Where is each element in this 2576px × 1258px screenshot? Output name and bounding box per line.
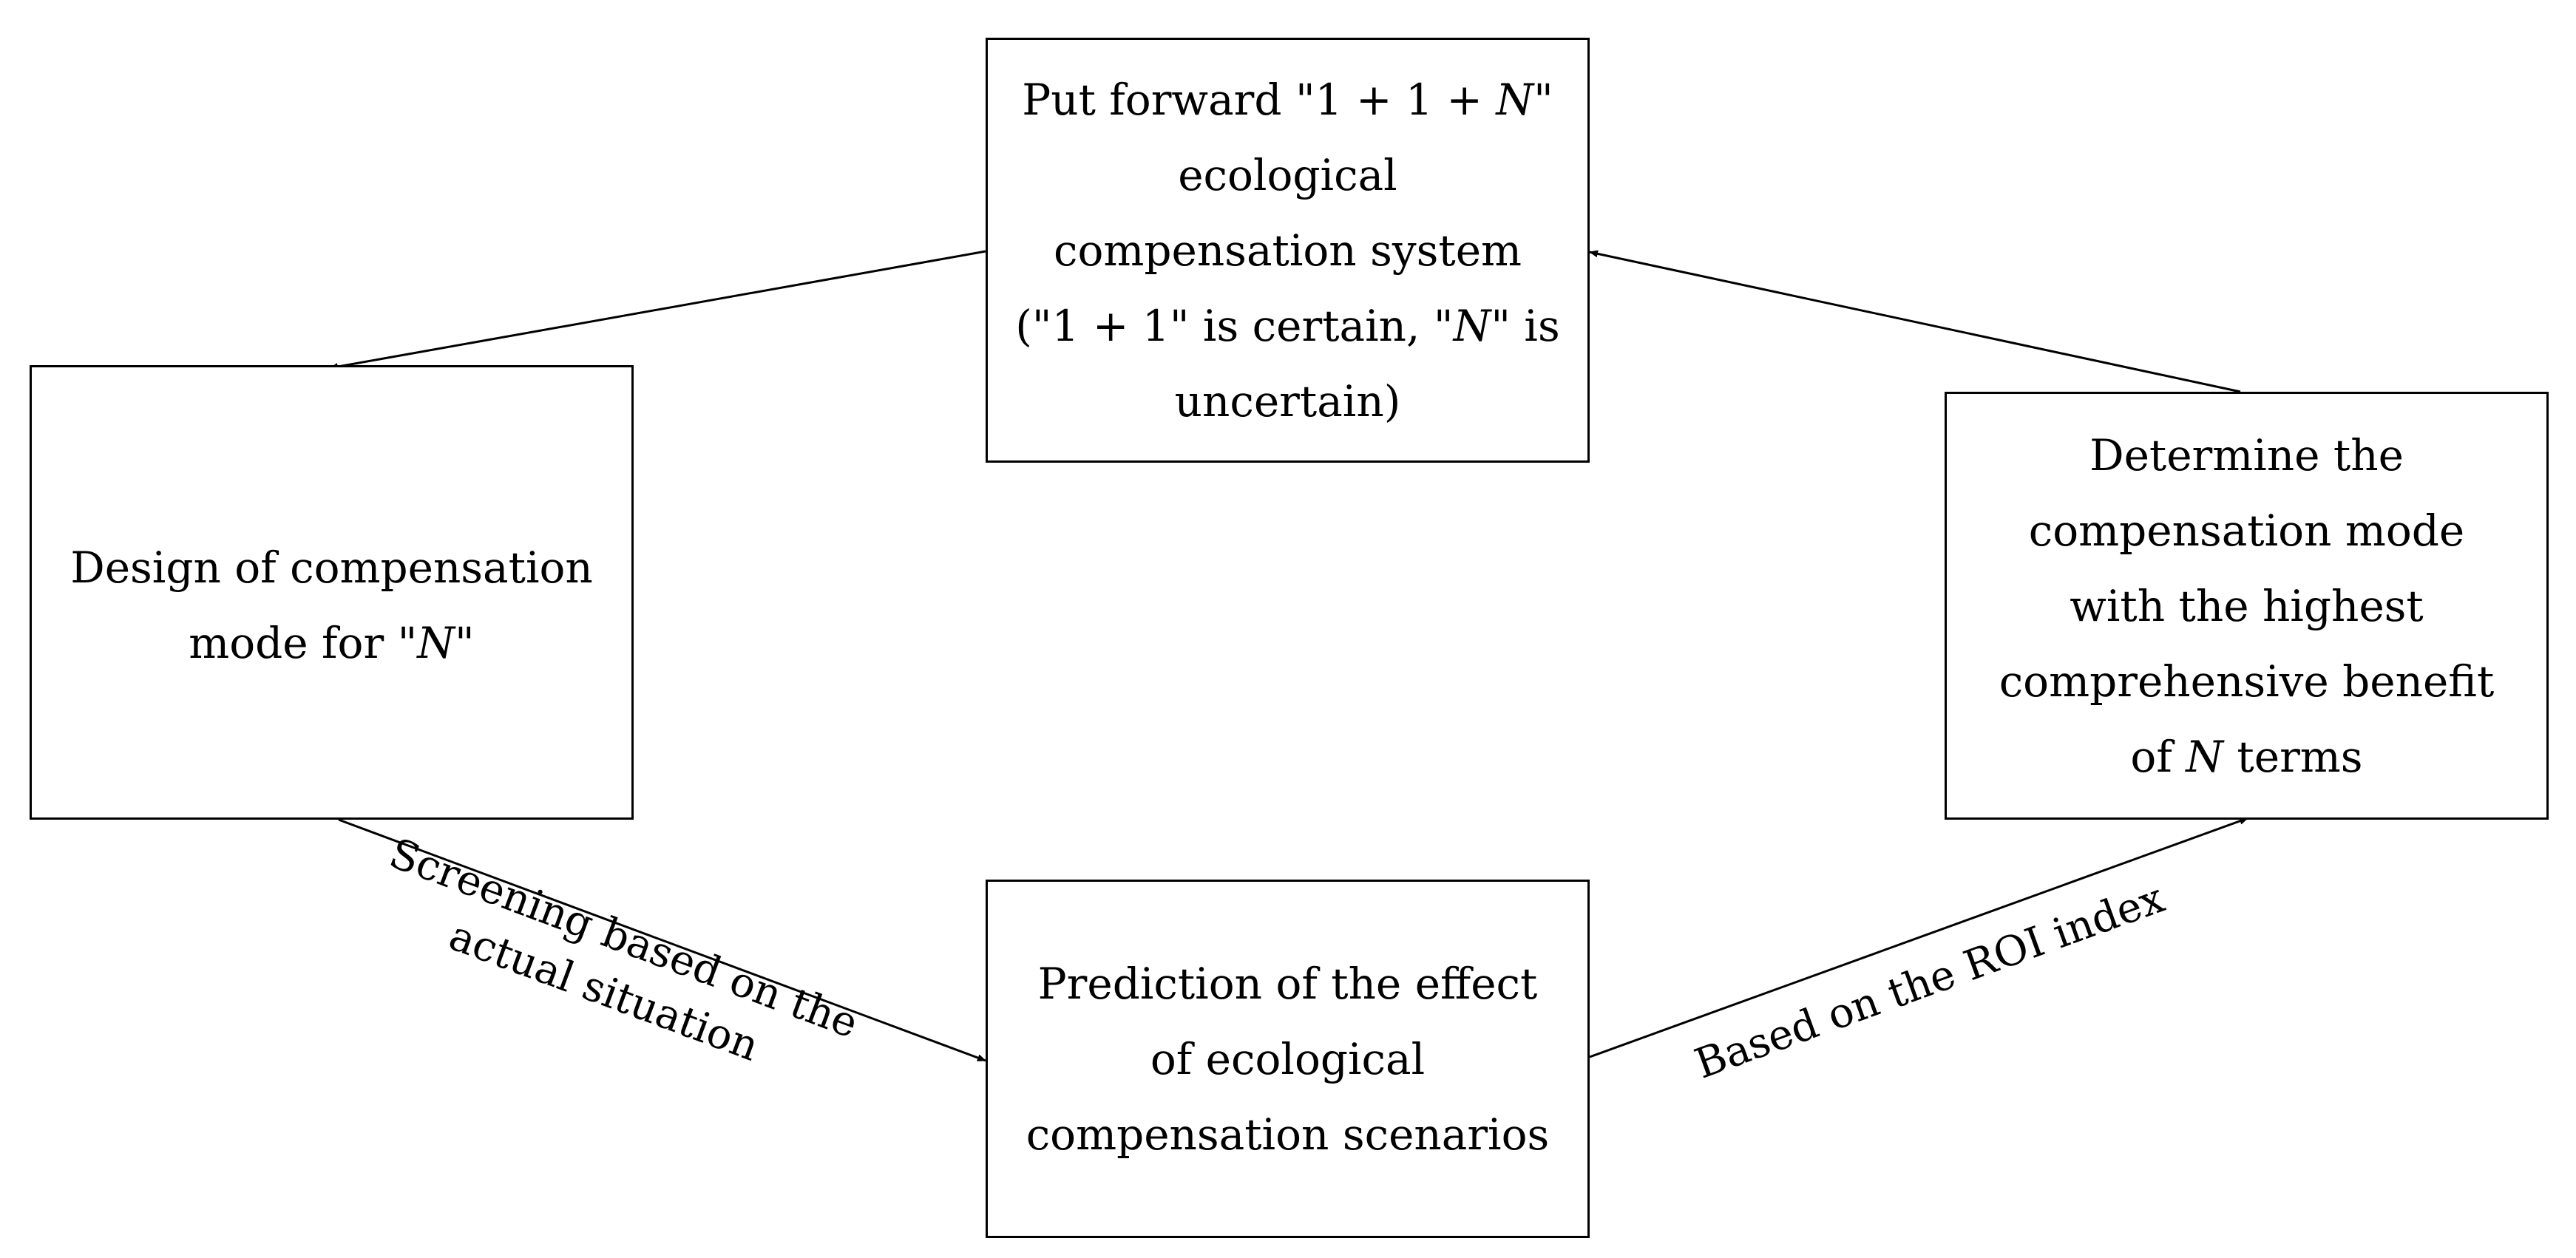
text-span: Determine the <box>2089 429 2404 480</box>
node-text-line: ecological <box>1015 137 1560 213</box>
node-prediction-effect: Prediction of the effect of ecological c… <box>986 880 1590 1238</box>
text-span: Put forward "1 + 1 + <box>1022 74 1497 125</box>
text-span: Prediction of the effect <box>1037 958 1538 1009</box>
text-span: ecological <box>1178 149 1397 200</box>
text-span: " is <box>1491 300 1560 351</box>
arrow-top-to-left <box>329 250 986 370</box>
node-text-line: compensation mode <box>1999 493 2495 568</box>
node-prediction-effect-text: Prediction of the effect of ecological c… <box>1016 946 1560 1172</box>
node-text-line: Put forward "1 + 1 + N" <box>1015 62 1560 137</box>
node-text-line: uncertain) <box>1015 364 1560 439</box>
text-span: " <box>455 618 475 668</box>
node-text-line: of ecological <box>1026 1021 1550 1097</box>
node-text-line: ("1 + 1" is certain, "N" is <box>1015 288 1560 364</box>
node-text-line: compensation system <box>1015 213 1560 288</box>
text-span: of <box>2130 731 2186 782</box>
node-text-line: mode for "N" <box>70 605 593 681</box>
italic-n: N <box>417 618 455 668</box>
arrow-right-to-top <box>1589 250 2241 393</box>
node-text-line: of N terms <box>1999 719 2495 795</box>
node-text-line: Prediction of the effect <box>1026 946 1550 1021</box>
arrow-left-to-bottom <box>338 818 986 1062</box>
italic-n: N <box>2186 731 2223 782</box>
node-text-line: Determine the <box>1999 418 2495 493</box>
text-span: mode for " <box>189 618 418 668</box>
text-span: compensation mode <box>2028 505 2465 556</box>
text-span: ("1 + 1" is certain, " <box>1015 300 1454 351</box>
text-span: Design of compensation <box>70 543 593 593</box>
node-compensation-system: Put forward "1 + 1 + N" ecological compe… <box>986 38 1590 463</box>
text-span: terms <box>2223 731 2363 782</box>
text-span: compensation scenarios <box>1026 1109 1550 1160</box>
text-span: " <box>1533 74 1553 125</box>
text-span: uncertain) <box>1174 375 1401 426</box>
text-span: of ecological <box>1150 1033 1426 1084</box>
node-determine-mode-text: Determine the compensation mode with the… <box>1989 418 2505 795</box>
node-text-line: Design of compensation <box>70 530 593 605</box>
text-span: compensation system <box>1053 225 1522 276</box>
node-text-line: with the highest <box>1999 568 2495 644</box>
italic-n: N <box>1496 74 1534 125</box>
node-text-line: compensation scenarios <box>1026 1097 1550 1172</box>
arrow-bottom-to-right <box>1589 817 2248 1058</box>
node-design-compensation-mode-text: Design of compensation mode for "N" <box>60 530 603 681</box>
node-text-line: comprehensive benefit <box>1999 644 2495 719</box>
text-span: with the highest <box>2070 580 2424 631</box>
node-compensation-system-text: Put forward "1 + 1 + N" ecological compe… <box>1005 62 1570 439</box>
italic-n: N <box>1453 300 1491 351</box>
node-design-compensation-mode: Design of compensation mode for "N" <box>30 365 634 820</box>
node-determine-mode: Determine the compensation mode with the… <box>1945 392 2549 820</box>
text-span: comprehensive benefit <box>1999 656 2495 707</box>
